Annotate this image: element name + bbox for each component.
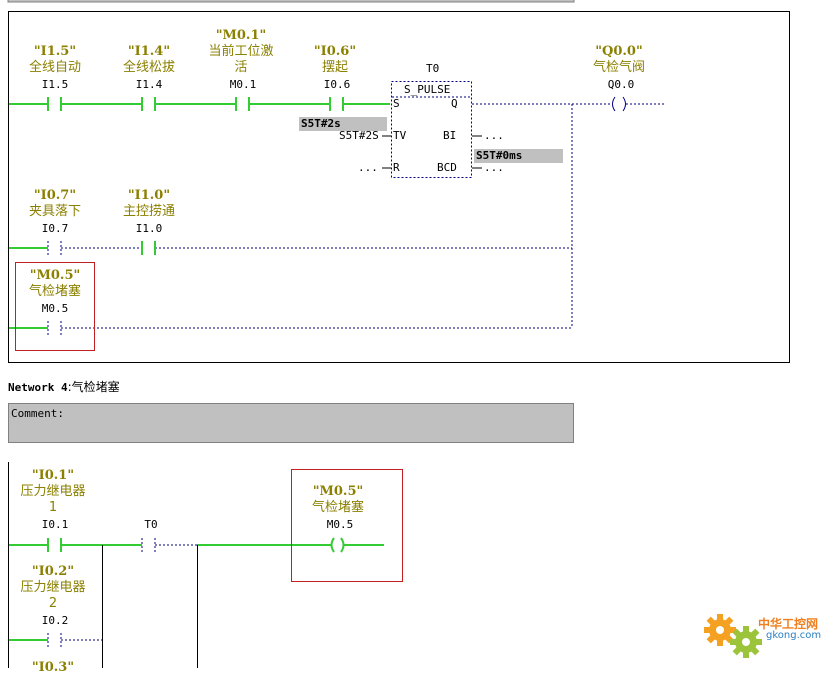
previous-comment-box: [7, 0, 575, 3]
timer-pin-s: S: [393, 97, 400, 110]
contact-i14-symbol[interactable]: "I1.4": [127, 44, 171, 59]
contact-i02-symbol[interactable]: "I0.2": [31, 564, 75, 579]
timer-pin-r: R: [393, 161, 400, 174]
timer-bcd-actual: S5T#0ms: [474, 149, 563, 163]
contact-i02-comment: 压力继电器: [20, 580, 86, 595]
contact-i02-comment-line2: 2: [48, 596, 58, 611]
contact-i10-comment: 主控捞通: [122, 204, 175, 219]
contact-i10-symbol[interactable]: "I1.0": [127, 188, 171, 203]
n4-no-flow: [47, 538, 197, 647]
timer-pin-bi: BI: [443, 129, 457, 142]
contact-i07-address[interactable]: I0.7: [41, 222, 69, 235]
contact-i06-symbol[interactable]: "I0.6": [313, 44, 357, 59]
coil-q00-comment: 气检气阀: [592, 60, 645, 75]
selected-element-m05[interactable]: [15, 262, 95, 351]
contact-m01-comment-line2: 活: [234, 60, 248, 75]
contact-i01-symbol[interactable]: "I0.1": [31, 468, 75, 483]
network4-comment-box[interactable]: Comment:: [8, 403, 574, 443]
contact-i06-comment: 摆起: [321, 60, 348, 75]
coil-q00-address[interactable]: Q0.0: [607, 78, 635, 91]
coil-m05-comment: 气检堵塞: [311, 500, 364, 515]
contact-i03-symbol[interactable]: "I0.3": [31, 660, 75, 675]
network4-name: 气检堵塞: [71, 380, 120, 394]
timer-r-input[interactable]: ...: [358, 161, 378, 174]
n4-power-flow: [9, 538, 384, 641]
timer-name[interactable]: T0: [426, 62, 440, 75]
contact-i15-symbol[interactable]: "I1.5": [33, 44, 77, 59]
rung1-power-flow: [9, 97, 390, 111]
network4-label: Network 4: [8, 381, 68, 394]
rung3-no-flow: [47, 321, 572, 335]
contact-i01-comment-line2: 1: [48, 500, 58, 515]
contact-i14-comment: 全线松拔: [122, 60, 175, 75]
watermark-url: gkong.com: [766, 630, 822, 641]
contact-i10-address[interactable]: I1.0: [135, 222, 163, 235]
coil-m05-symbol[interactable]: "M0.5": [312, 484, 364, 499]
contact-m05-symbol[interactable]: "M0.5": [29, 268, 81, 283]
timer-type[interactable]: S_PULSE: [404, 83, 451, 96]
timer-pin-tv: TV: [393, 129, 407, 142]
timer-pin-q: Q: [451, 97, 458, 110]
contact-i01-comment: 压力继电器: [20, 484, 86, 499]
contact-i01-address[interactable]: I0.1: [41, 518, 69, 531]
contact-i02-address[interactable]: I0.2: [41, 614, 69, 627]
network4-comment-label: Comment:: [11, 407, 64, 420]
contact-i15-comment: 全线自动: [28, 60, 81, 75]
gear-logo-icon: [704, 614, 762, 658]
contact-m05-address[interactable]: M0.5: [41, 302, 69, 315]
coil-m05-address[interactable]: M0.5: [326, 518, 354, 531]
contact-t0-address[interactable]: T0: [144, 518, 158, 531]
contact-m01-symbol[interactable]: "M0.1": [215, 28, 267, 43]
coil-q00-symbol[interactable]: "Q0.0": [595, 44, 643, 59]
contact-i15-address[interactable]: I1.5: [41, 78, 69, 91]
contact-i07-comment: 夹具落下: [28, 204, 81, 219]
timer-tv-value[interactable]: S5T#2S: [339, 129, 379, 142]
contact-i07-symbol[interactable]: "I0.7": [33, 188, 77, 203]
timer-tv-actual: S5T#2s: [299, 117, 387, 131]
contact-m05-comment: 气检堵塞: [28, 284, 81, 299]
rung2-no-flow: [47, 241, 572, 255]
timer-pin-bcd: BCD: [437, 161, 457, 174]
network4-title[interactable]: Network 4:气检堵塞: [8, 378, 120, 395]
contact-m01-comment: 当前工位激: [208, 44, 274, 59]
contact-i14-address[interactable]: I1.4: [135, 78, 163, 91]
watermark-brand: 中华工控网: [758, 617, 819, 631]
contact-m01-address[interactable]: M0.1: [229, 78, 257, 91]
timer-bcd-output[interactable]: ...: [484, 161, 504, 174]
timer-bi-output[interactable]: ...: [484, 129, 504, 142]
timer-q-output: [472, 103, 664, 328]
contact-i06-address[interactable]: I0.6: [323, 78, 351, 91]
network4-separator: :: [67, 380, 72, 394]
selected-coil-m05[interactable]: [291, 469, 403, 582]
